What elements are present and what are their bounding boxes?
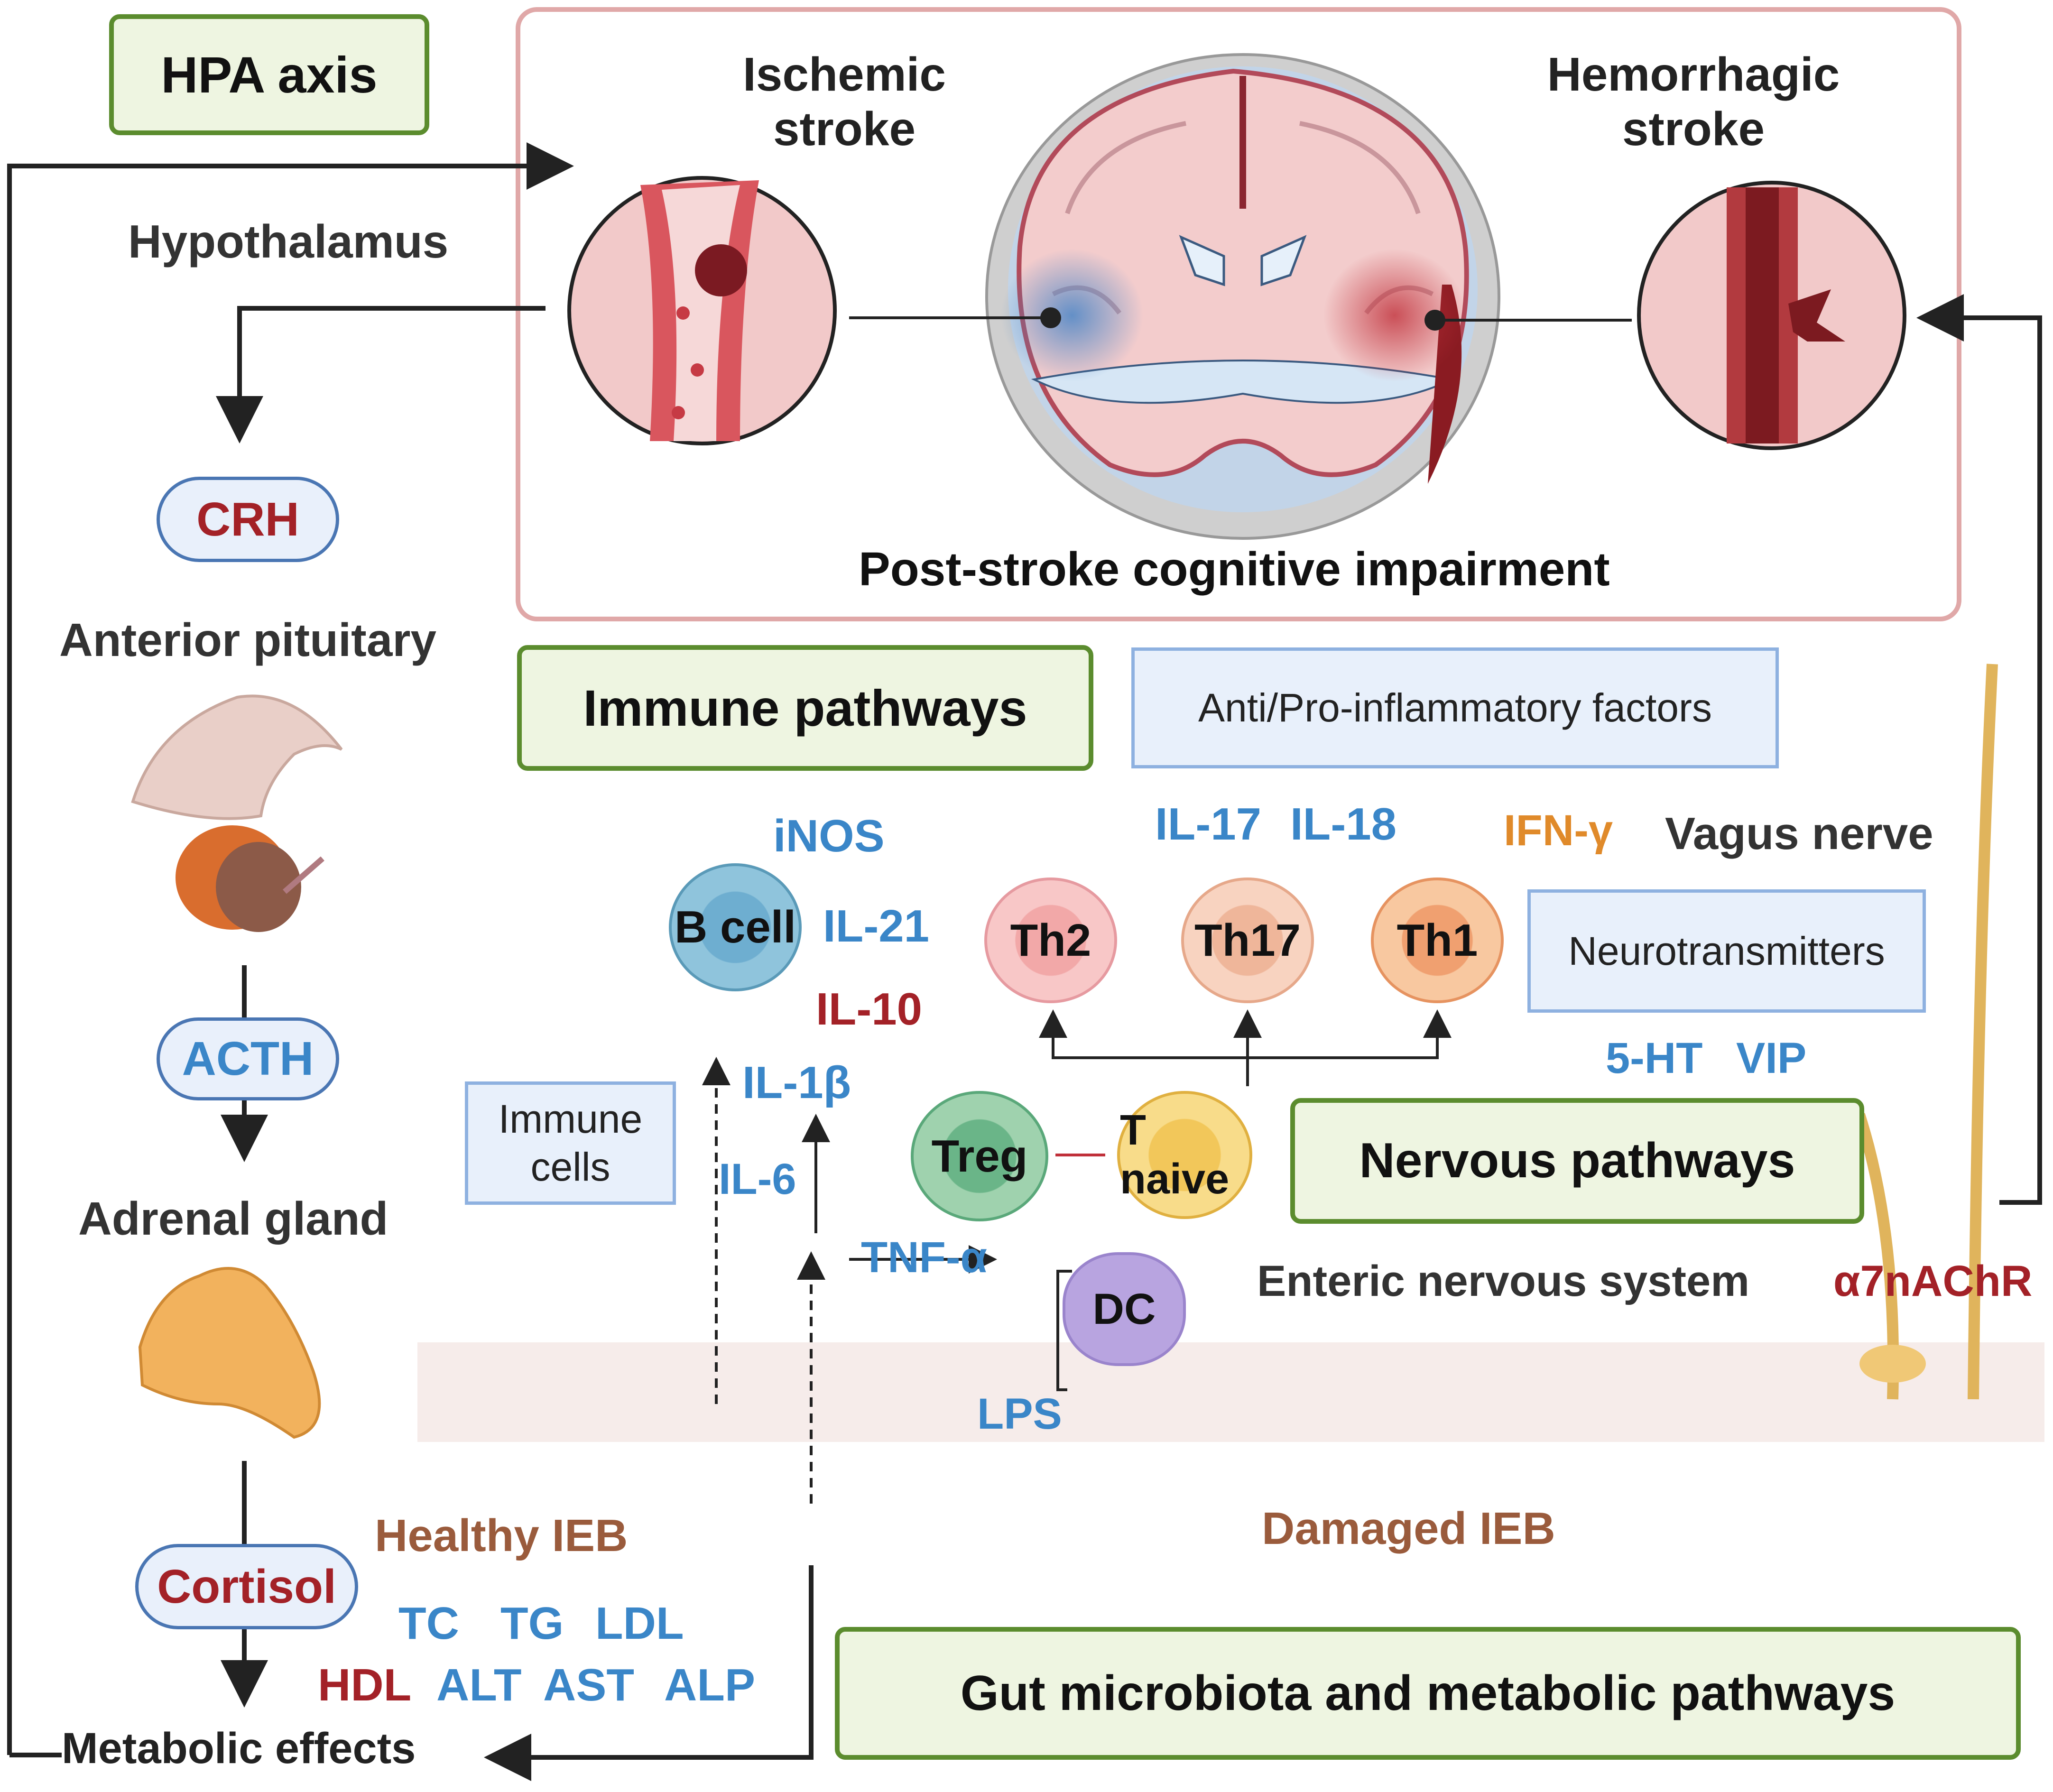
crh-label: CRH <box>196 492 299 546</box>
cytokine-il17: IL-17 <box>1155 799 1262 850</box>
lps-label: LPS <box>977 1390 1062 1438</box>
metabolite-tg: TG <box>500 1598 564 1649</box>
ischemic-vessel-circle <box>567 176 837 445</box>
nervous-title: Nervous pathways <box>1359 1133 1795 1188</box>
metabolite-alp: ALP <box>664 1660 755 1710</box>
metabolic-effects-label: Metabolic effects <box>62 1724 416 1773</box>
th1-label: Th1 <box>1396 914 1478 966</box>
hemorrhagic-stroke-label: Hemorrhagic stroke <box>1547 48 1840 156</box>
b-cell: B cell <box>669 863 802 991</box>
hypothalamus-label: Hypothalamus <box>128 215 449 268</box>
immune-cells-box: Immune cells <box>465 1081 676 1205</box>
cortisol-pill: Cortisol <box>135 1544 358 1629</box>
immune-title: Immune pathways <box>583 679 1027 737</box>
hemorrhagic-vessel-circle <box>1637 181 1906 450</box>
hpa-title-box: HPA axis <box>109 14 429 135</box>
cytokine-il21: IL-21 <box>823 901 930 951</box>
b-cell-label: B cell <box>674 902 796 952</box>
th17-label: Th17 <box>1194 914 1301 966</box>
cytokine-ifng: IFN-γ <box>1504 806 1613 855</box>
pituitary-illustration <box>131 694 343 932</box>
cytokine-il18: IL-18 <box>1290 799 1397 850</box>
damaged-ieb-label: Damaged IEB <box>1262 1503 1555 1554</box>
dc-label: DC <box>1092 1284 1156 1333</box>
stroke-caption: Post-stroke cognitive impairment <box>859 543 1610 596</box>
hpa-title: HPA axis <box>161 46 378 103</box>
vagus-nerve-label: Vagus nerve <box>1665 808 1933 859</box>
cytokine-il10: IL-10 <box>816 984 923 1035</box>
cytokine-inos: iNOS <box>773 811 885 861</box>
cytokine-il1b: IL-1β <box>742 1057 851 1108</box>
nervous-title-box: Nervous pathways <box>1290 1098 1864 1224</box>
t-naive-label: T naive <box>1120 1107 1230 1203</box>
th2-label: Th2 <box>1010 914 1091 966</box>
healthy-ieb-label: Healthy IEB <box>375 1510 628 1561</box>
gut-title: Gut microbiota and metabolic pathways <box>960 1665 1896 1721</box>
cortisol-label: Cortisol <box>157 1560 336 1613</box>
metabolite-ast: AST <box>543 1660 634 1710</box>
transmitter-vip: VIP <box>1736 1034 1807 1082</box>
acth-label: ACTH <box>182 1032 314 1085</box>
adrenal-illustration <box>138 1267 321 1439</box>
a7nachr-label: α7nAChR <box>1833 1257 2033 1305</box>
immune-title-box: Immune pathways <box>517 645 1093 771</box>
ens-label: Enteric nervous system <box>1257 1257 1750 1305</box>
factors-box: Anti/Pro-inflammatory factors <box>1131 647 1779 768</box>
neurotransmitters-label: Neurotransmitters <box>1568 928 1885 973</box>
th17-cell: Th17 <box>1181 878 1314 1003</box>
gut-title-box: Gut microbiota and metabolic pathways <box>835 1627 2021 1760</box>
metabolite-tc: TC <box>398 1598 459 1649</box>
dc-cell: DC <box>1063 1252 1186 1366</box>
th1-cell: Th1 <box>1371 878 1504 1003</box>
anterior-pituitary-label: Anterior pituitary <box>59 614 436 666</box>
brain-illustration <box>985 53 1500 540</box>
transmitter-5ht: 5-HT <box>1606 1034 1703 1082</box>
cytokine-il6: IL-6 <box>719 1155 796 1203</box>
factors-label: Anti/Pro-inflammatory factors <box>1198 685 1712 730</box>
epithelium-row <box>417 1342 2044 1442</box>
metabolite-alt: ALT <box>436 1660 522 1710</box>
metabolite-ldl: LDL <box>595 1598 684 1649</box>
adrenal-gland-label: Adrenal gland <box>78 1192 388 1245</box>
treg-cell: Treg <box>911 1091 1048 1221</box>
treg-label: Treg <box>931 1130 1028 1182</box>
immune-cells-label: Immune cells <box>498 1097 643 1189</box>
crh-pill: CRH <box>157 477 339 562</box>
metabolite-hdl: HDL <box>318 1660 412 1710</box>
cytokine-tnfa: TNF-α <box>861 1233 988 1282</box>
th2-cell: Th2 <box>984 878 1117 1003</box>
neurotransmitters-box: Neurotransmitters <box>1527 889 1926 1013</box>
t-naive-cell: T naive <box>1117 1091 1252 1219</box>
ischemic-stroke-label: Ischemic stroke <box>742 48 946 156</box>
acth-pill: ACTH <box>157 1017 339 1100</box>
